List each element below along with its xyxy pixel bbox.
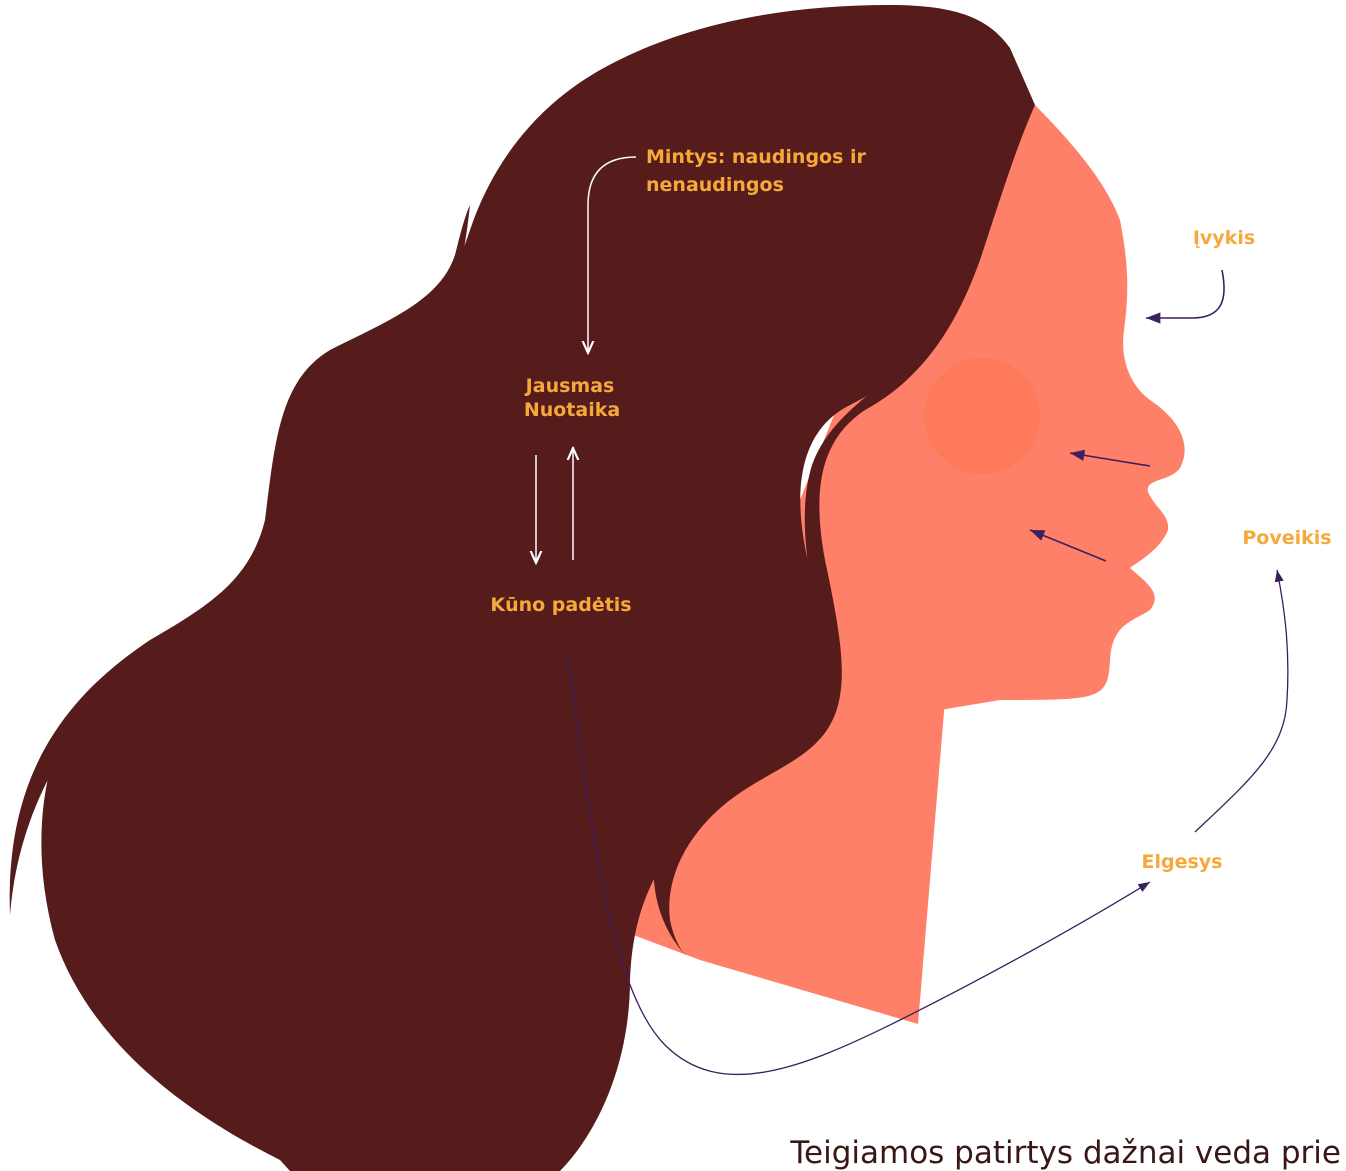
caption-text: Teigiamos patirtys dažnai veda prie — [789, 1135, 1341, 1171]
arrow-behavior-to-impact — [1195, 570, 1288, 832]
arrow-event-to-face — [1146, 270, 1224, 318]
label-thoughts-line1: Mintys: naudingos ir — [646, 146, 867, 168]
label-event: Įvykis — [1193, 227, 1255, 249]
label-body-state: Kūno padėtis — [490, 594, 631, 616]
cheek-blush — [924, 358, 1040, 474]
label-feeling-line1: Jausmas — [524, 375, 615, 397]
label-thoughts-line2: nenaudingos — [646, 174, 784, 196]
label-behavior: Elgesys — [1142, 851, 1223, 873]
label-impact: Poveikis — [1242, 527, 1331, 549]
label-feeling-line2: Nuotaika — [524, 399, 620, 421]
